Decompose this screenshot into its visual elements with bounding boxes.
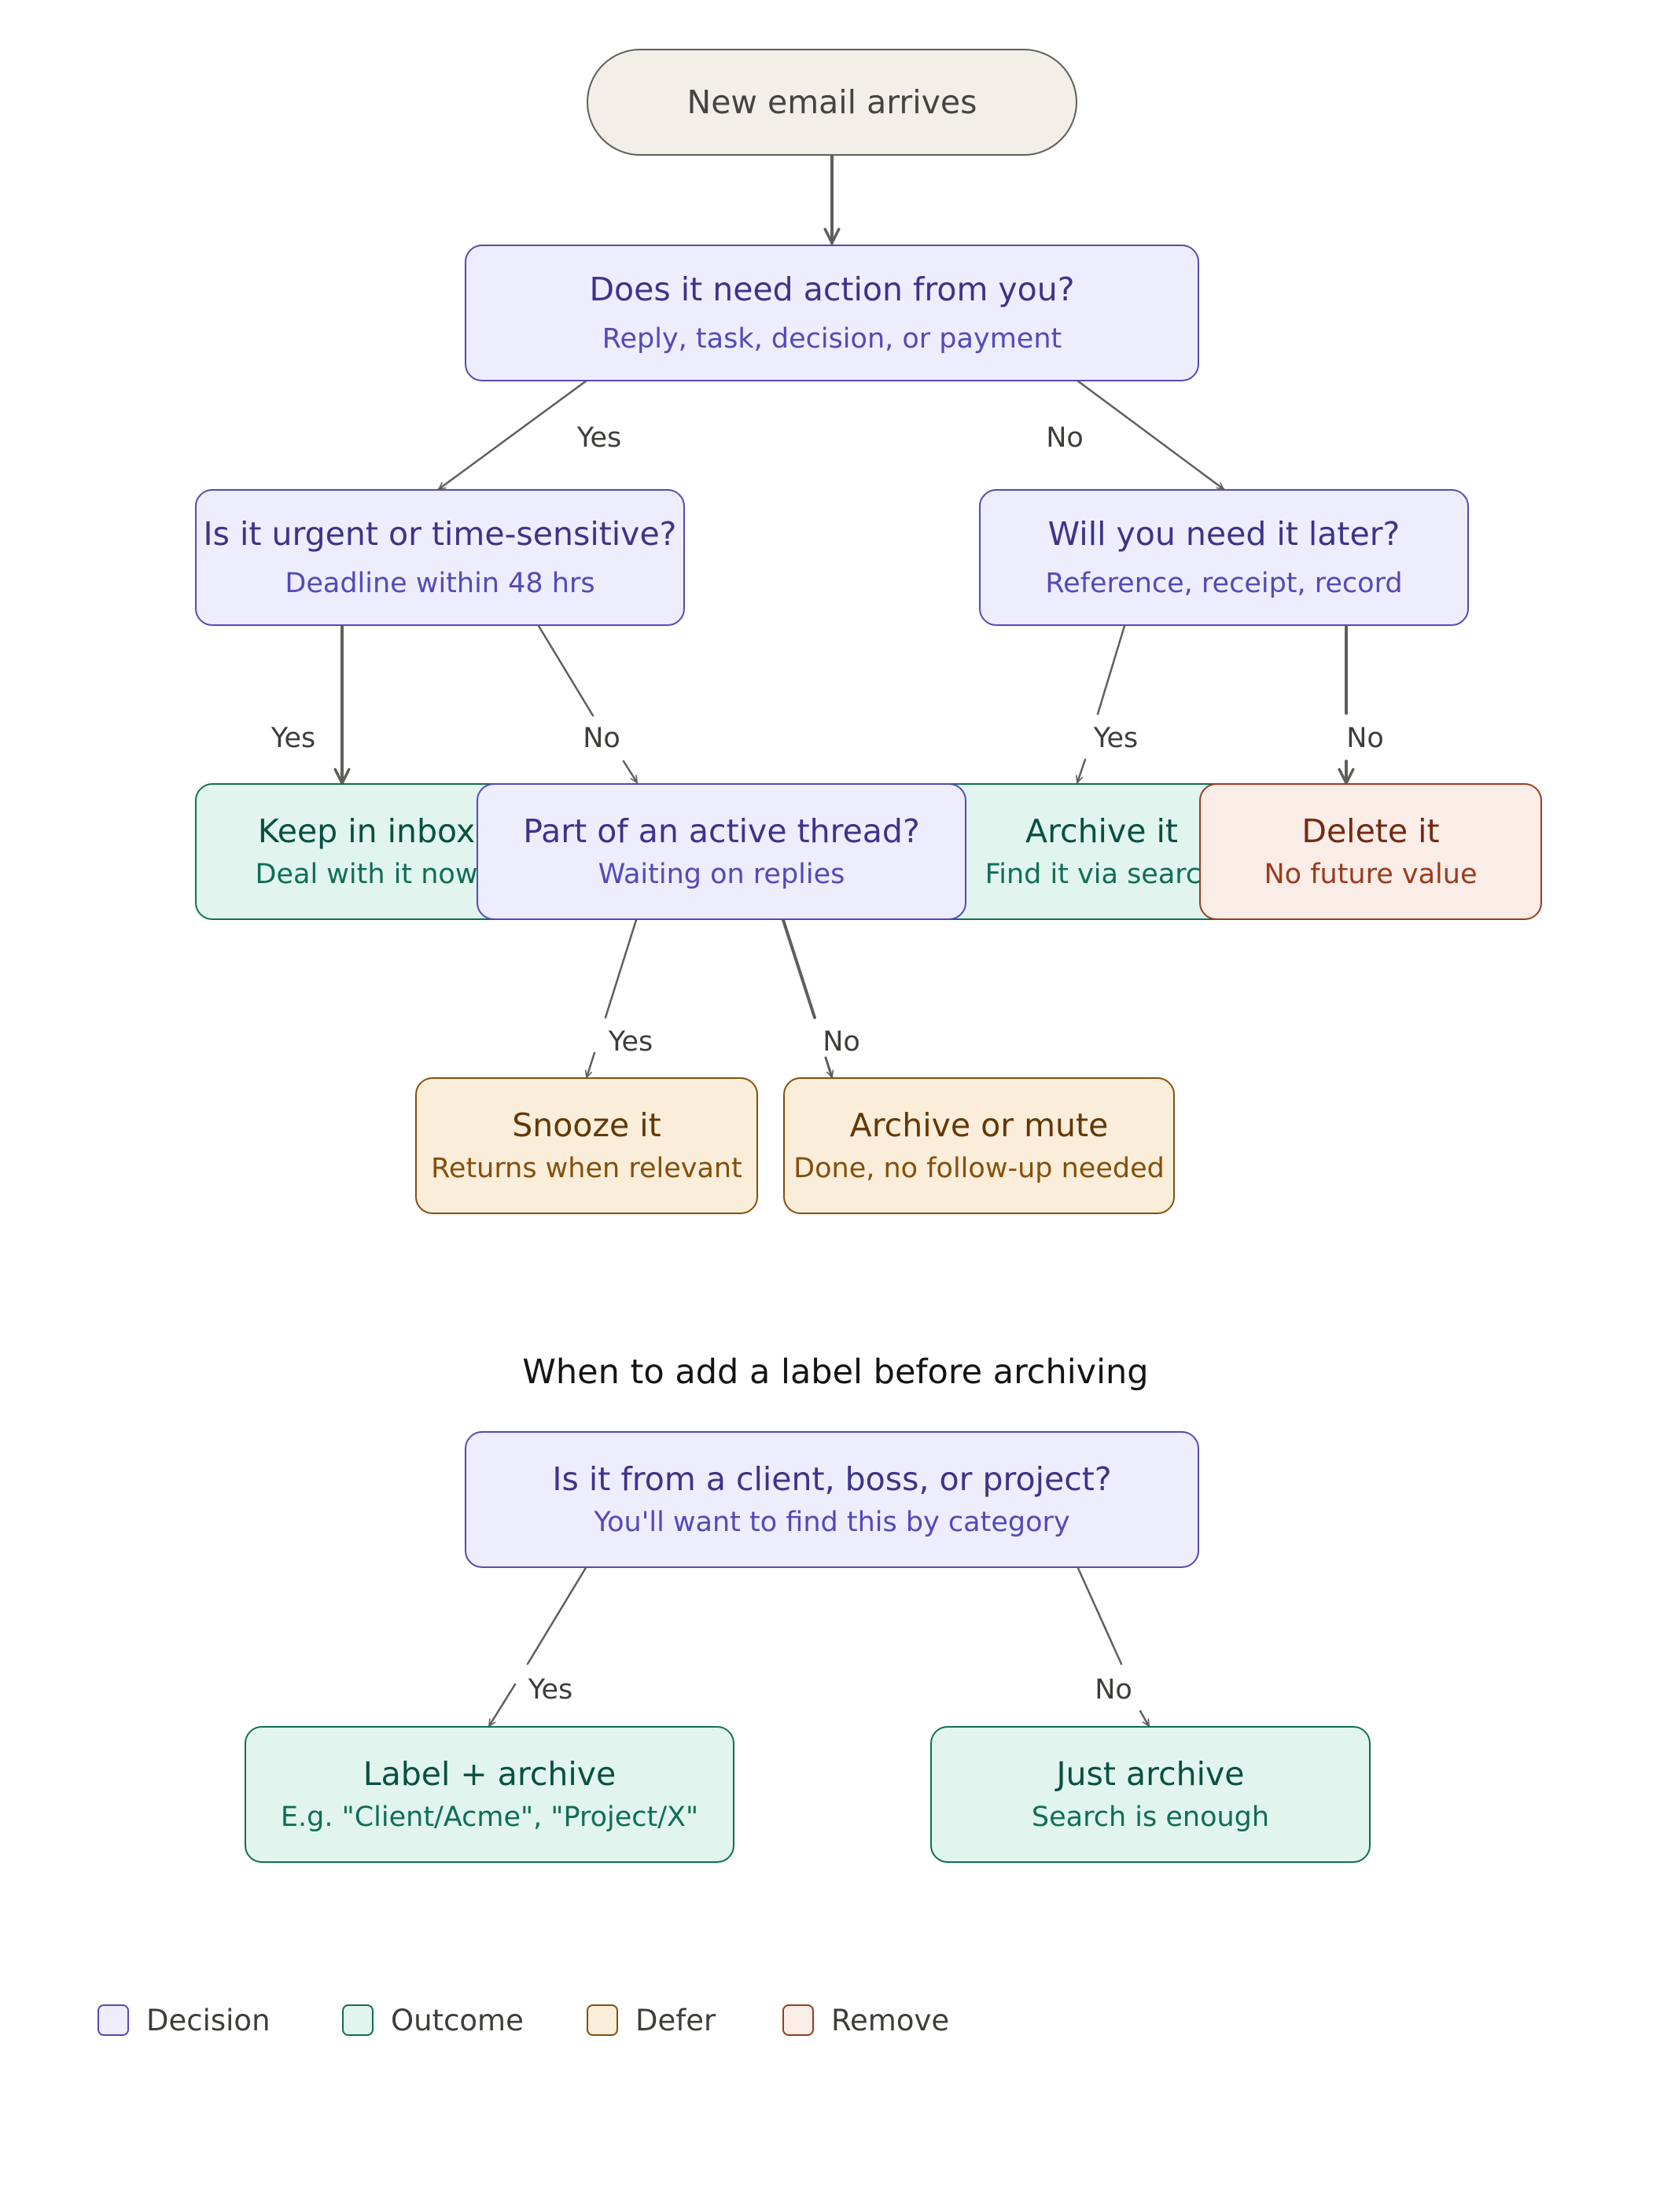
edge-label-action-yes: Yes: [576, 422, 622, 454]
outcome-title: Keep in inbox: [257, 812, 476, 850]
edge-label-client-no: No: [1095, 1674, 1132, 1706]
defer-archive-or-mute: Archive or mute Done, no follow-up neede…: [783, 1077, 1175, 1214]
edge-later-yes-b: [1076, 758, 1087, 784]
legend-label: Outcome: [391, 2003, 524, 2037]
edge-urgent-no-a: [537, 624, 594, 717]
defer-title: Snooze it: [512, 1106, 661, 1144]
remove-delete-it: Delete it No future value: [1199, 783, 1542, 920]
outcome-title: Label + archive: [363, 1755, 617, 1793]
edge-label-urgent-yes: Yes: [271, 723, 316, 754]
edge-thread-yes-b: [584, 1051, 596, 1079]
decision-title: Does it need action from you?: [589, 271, 1075, 308]
edge-label-client-yes: Yes: [528, 1674, 573, 1706]
remove-subtitle: No future value: [1264, 859, 1478, 890]
decision-subtitle: Reference, receipt, record: [1045, 568, 1403, 599]
outcome-just-archive: Just archive Search is enough: [930, 1726, 1371, 1863]
decision-subtitle: Deadline within 48 hrs: [285, 568, 595, 599]
legend-swatch-decision: [98, 2004, 129, 2036]
edge-label-later-no: No: [1346, 723, 1384, 754]
legend-label: Defer: [635, 2003, 716, 2037]
outcome-subtitle: E.g. "Client/Acme", "Project/X": [280, 1802, 699, 1833]
outcome-title: Just archive: [1056, 1755, 1245, 1793]
legend-swatch-outcome: [342, 2004, 374, 2036]
decision-subtitle: Waiting on replies: [598, 859, 845, 890]
decision-active-thread: Part of an active thread? Waiting on rep…: [477, 783, 966, 920]
edge-label-thread-yes: Yes: [608, 1026, 653, 1058]
legend-decision: Decision: [98, 2001, 271, 2039]
outcome-subtitle: Search is enough: [1031, 1802, 1270, 1833]
edge-label-action-no: No: [1046, 422, 1084, 454]
outcome-label-archive: Label + archive E.g. "Client/Acme", "Pro…: [245, 1726, 734, 1863]
edge-action-yes: [437, 379, 588, 491]
outcome-title: Archive it: [1025, 812, 1178, 850]
legend-swatch-defer: [587, 2004, 618, 2036]
edge-later-yes-a: [1096, 624, 1126, 716]
legend-defer: Defer: [587, 2001, 716, 2039]
decision-urgent: Is it urgent or time-sensitive? Deadline…: [195, 489, 685, 626]
decision-subtitle: You'll want to find this by category: [594, 1507, 1070, 1538]
section-title: When to add a label before archiving: [522, 1353, 1149, 1392]
legend-remove: Remove: [782, 2001, 949, 2039]
edge-label-thread-no: No: [823, 1026, 860, 1058]
outcome-subtitle: Find it via search: [985, 859, 1219, 890]
edge-client-yes-b: [488, 1683, 517, 1728]
decision-subtitle: Reply, task, decision, or payment: [602, 323, 1062, 355]
edge-action-no: [1076, 379, 1225, 491]
edge-thread-yes-a: [604, 918, 638, 1019]
legend-outcome: Outcome: [342, 2001, 524, 2039]
defer-subtitle: Done, no follow-up needed: [793, 1153, 1165, 1184]
start-title: New email arrives: [686, 83, 977, 121]
decision-title: Part of an active thread?: [523, 812, 920, 850]
edge-label-urgent-no: No: [583, 723, 620, 754]
decision-title: Is it urgent or time-sensitive?: [203, 515, 677, 553]
outcome-subtitle: Deal with it now: [255, 859, 478, 890]
defer-title: Archive or mute: [849, 1106, 1109, 1144]
edge-thread-no-a: [782, 918, 816, 1019]
edge-client-no-b: [1139, 1710, 1150, 1728]
legend-swatch-remove: [782, 2004, 814, 2036]
decision-needs-action: Does it need action from you? Reply, tas…: [465, 245, 1199, 381]
remove-title: Delete it: [1301, 812, 1440, 850]
defer-snooze-it: Snooze it Returns when relevant: [415, 1077, 758, 1214]
edge-client-yes-a: [526, 1565, 588, 1665]
edge-urgent-no-b: [622, 760, 639, 784]
decision-client-boss-project: Is it from a client, boss, or project? Y…: [465, 1431, 1199, 1568]
edge-client-no-a: [1076, 1565, 1123, 1665]
decision-need-later: Will you need it later? Reference, recei…: [979, 489, 1469, 626]
edge-thread-no-b: [824, 1056, 834, 1079]
defer-subtitle: Returns when relevant: [431, 1153, 742, 1184]
edge-label-later-yes: Yes: [1093, 723, 1139, 754]
decision-title: Is it from a client, boss, or project?: [552, 1460, 1112, 1498]
legend-label: Decision: [146, 2003, 271, 2037]
start-node: New email arrives: [587, 49, 1077, 156]
decision-title: Will you need it later?: [1047, 515, 1400, 553]
legend-label: Remove: [831, 2003, 950, 2037]
